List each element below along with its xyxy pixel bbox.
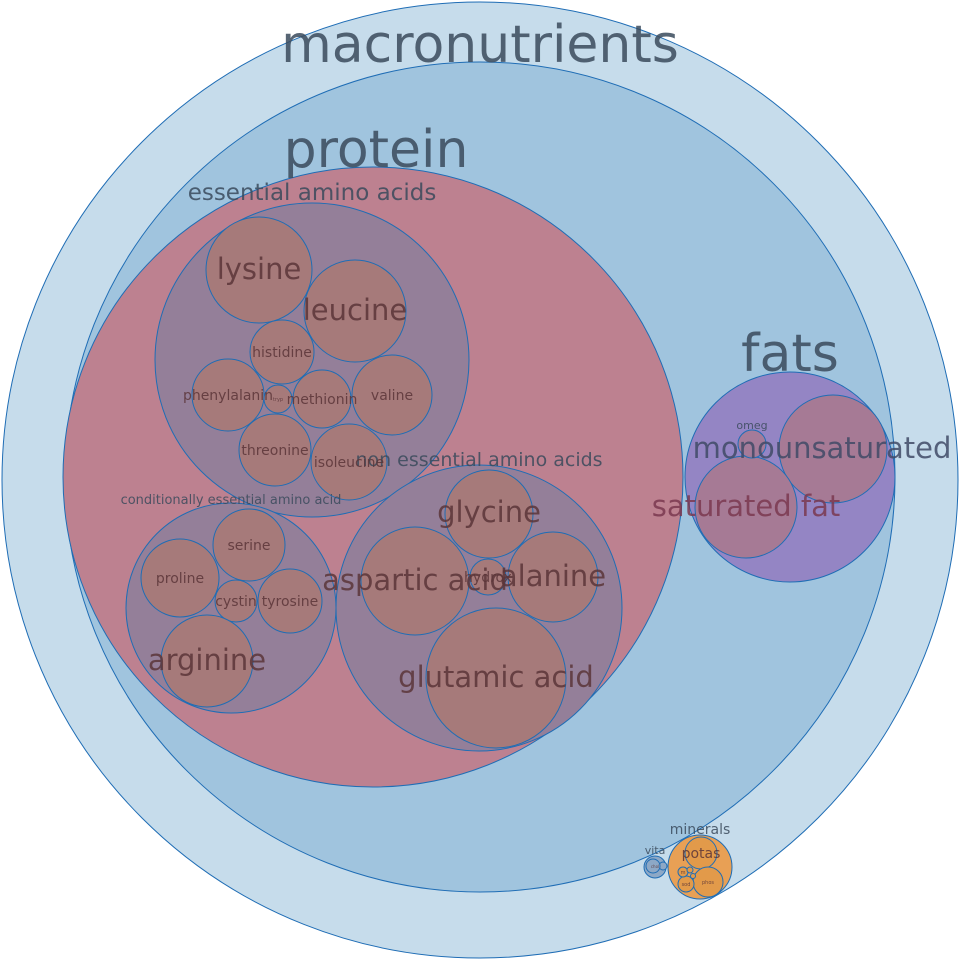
saturated-fat-label: saturated fat — [652, 489, 841, 523]
lysine-circle — [205, 216, 313, 324]
isoleucine-circle — [310, 423, 388, 501]
methionine-label: methionin — [287, 392, 358, 408]
tyrosine-label: tyrosine — [262, 594, 318, 610]
phenylalanine-circle — [191, 358, 265, 432]
aspartic-acid-circle — [360, 526, 470, 636]
minerals-label: minerals — [670, 822, 731, 838]
leucine-label: leucine — [303, 293, 408, 327]
potassium-label: potas — [682, 846, 721, 862]
leucine-circle — [303, 259, 407, 363]
glutamic-acid-circle — [425, 607, 567, 749]
valine-label: valine — [371, 388, 413, 404]
isoleucine-label: isoleucine — [314, 455, 384, 471]
hydroxyproline-circle — [469, 558, 507, 596]
essential-amino-acids-label: essential amino acids — [188, 180, 437, 206]
proline-circle — [140, 538, 220, 618]
choline-label: chol — [651, 864, 659, 869]
iron-circle — [690, 873, 696, 879]
choline-circle — [645, 858, 661, 874]
sodium-label: sod — [682, 882, 691, 888]
phosphorus-label: phos — [702, 880, 714, 886]
phenylalanine-label: phenylalanin — [183, 388, 273, 404]
calcium-circle — [686, 866, 694, 874]
fats-label: fats — [741, 324, 839, 384]
hydroxyproline-label: hydrox — [464, 570, 512, 586]
arginine-circle — [160, 614, 254, 708]
cystine-label: cystin — [215, 594, 257, 610]
monounsaturated-circle — [778, 394, 888, 504]
omega-circle — [737, 429, 767, 459]
histidine-label: histidine — [252, 345, 312, 361]
arginine-label: arginine — [148, 643, 266, 677]
threonine-circle — [238, 413, 312, 487]
lysine-label: lysine — [217, 252, 302, 286]
aspartic-acid-label: aspartic acid — [322, 563, 508, 597]
tyrosine-circle — [257, 568, 323, 634]
proline-label: proline — [156, 571, 204, 587]
alanine-circle — [507, 531, 599, 623]
cystine-circle — [214, 579, 258, 623]
valine-circle — [351, 354, 433, 436]
serine-circle — [212, 508, 286, 582]
non-essential-amino-acids-label: non essential amino acids — [355, 449, 602, 471]
glutamic-acid-label: glutamic acid — [398, 660, 594, 694]
protein-label: protein — [284, 120, 469, 180]
macronutrients-label: macronutrients — [281, 15, 679, 75]
threonine-label: threonine — [241, 443, 308, 459]
magnesium-label: m — [681, 870, 686, 876]
glycine-circle — [444, 469, 534, 559]
glycine-label: glycine — [437, 495, 541, 529]
serine-label: serine — [227, 538, 270, 554]
omega-label: omeg — [736, 419, 767, 432]
histidine-circle — [249, 319, 315, 385]
conditionally-essential-label: conditionally essential amino acid — [121, 493, 342, 508]
alanine-label: alanine — [500, 559, 606, 593]
vitamins-label: vita — [645, 844, 666, 857]
tryptophan-circle — [263, 384, 293, 414]
methionine-circle — [292, 369, 352, 429]
tryptophan-label: tryp — [273, 397, 283, 403]
monounsaturated-label: monounsaturated — [693, 431, 952, 465]
